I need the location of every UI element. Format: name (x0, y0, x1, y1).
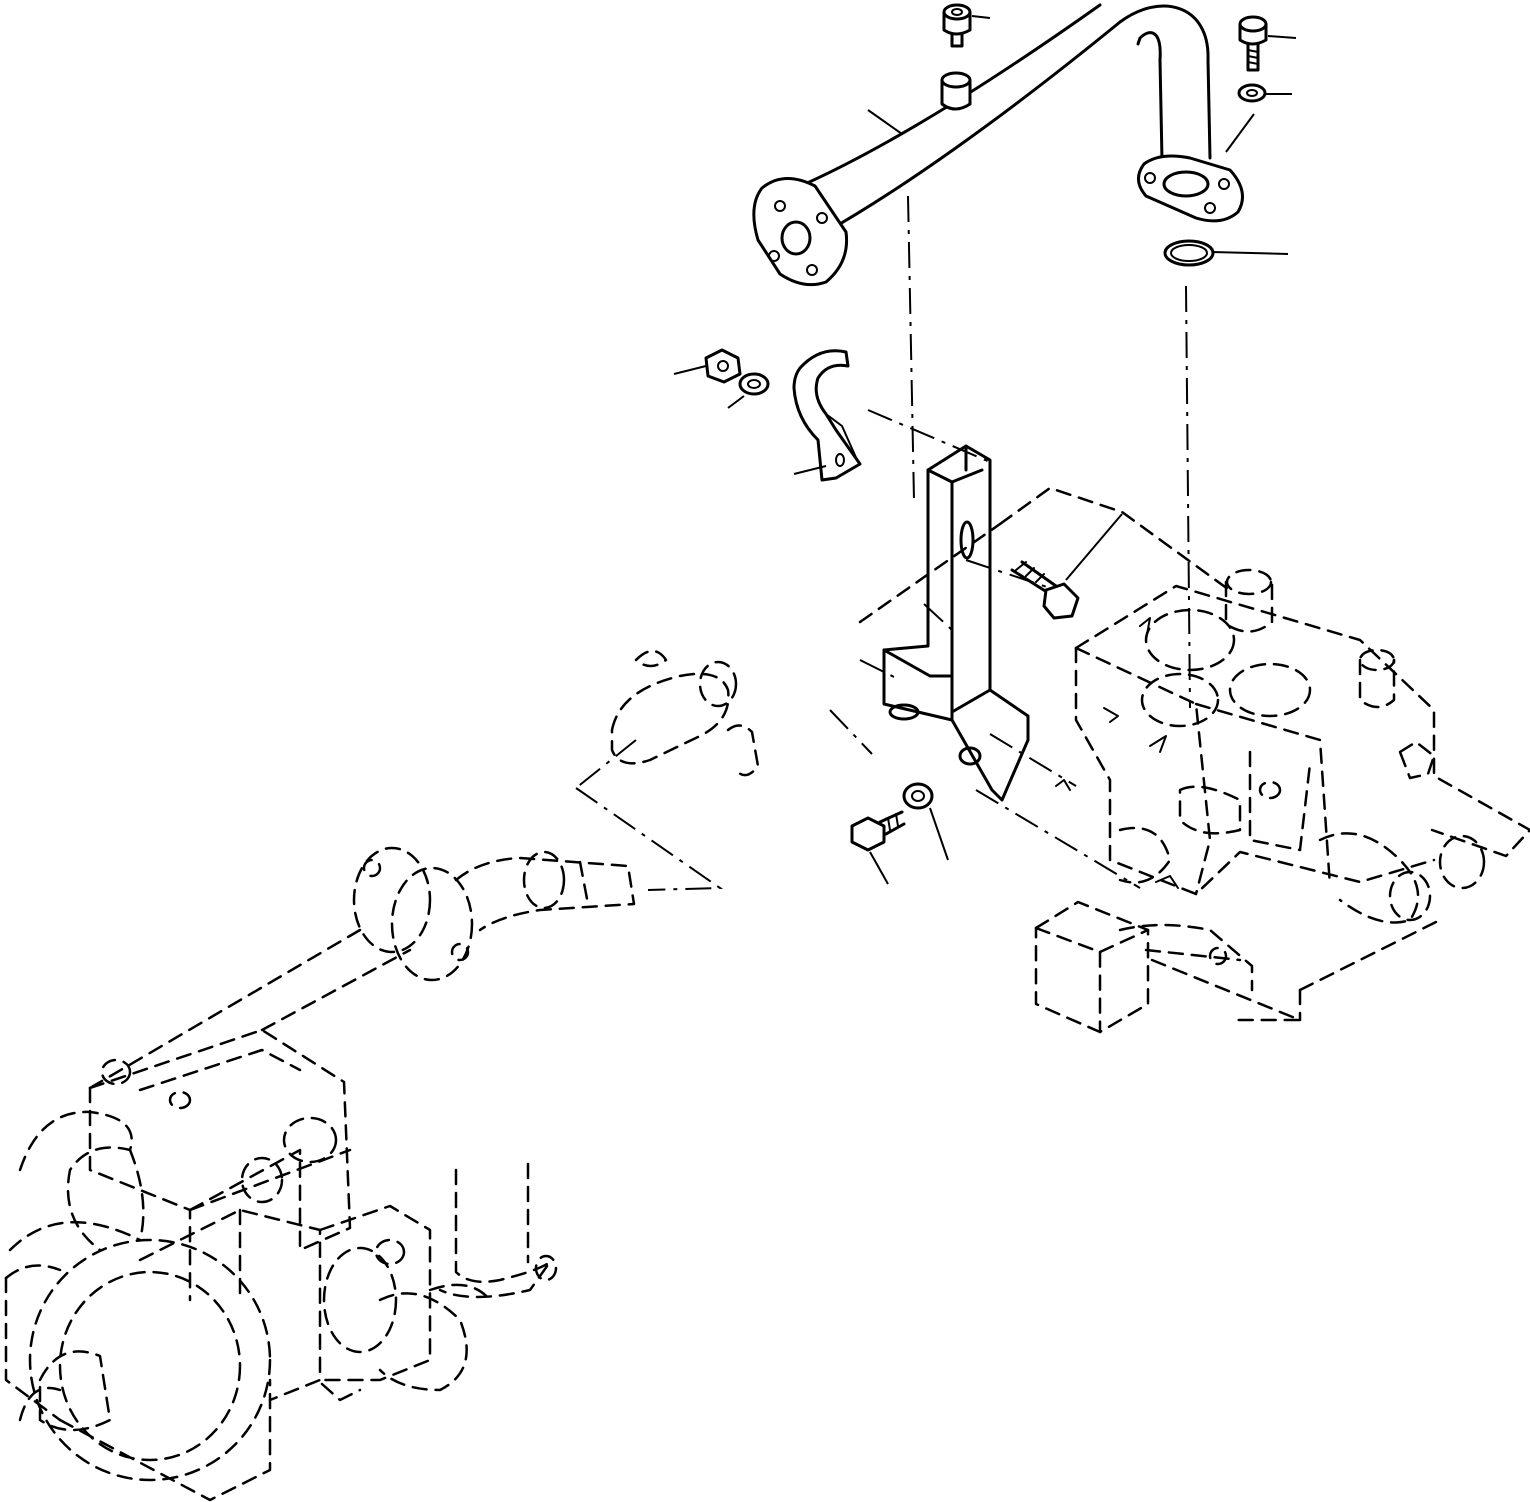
bracket (882, 444, 1030, 802)
hydraulic-tube (803, 3, 1212, 234)
valve-marks (1055, 617, 1179, 889)
nut (704, 348, 742, 384)
centerlines (575, 195, 1191, 891)
valve-block (1034, 900, 1254, 1034)
cap-screw-top-left (942, 3, 972, 48)
bolt-lower (850, 810, 906, 852)
pump-outlet-tube (88, 846, 636, 1090)
tube-boss (940, 71, 972, 111)
hydraulic-pump (4, 1028, 558, 1502)
fitting-adapter (610, 649, 760, 777)
o-ring (1163, 239, 1215, 267)
flange-right (1137, 154, 1244, 223)
washer-top-right (1237, 83, 1267, 103)
leader-lines (673, 15, 1297, 885)
bolt-upper (1010, 560, 1080, 620)
flange-left (752, 177, 849, 287)
washer-clamp (738, 372, 770, 396)
washer-lower (902, 782, 934, 810)
cap-screw-top-right (1238, 15, 1268, 72)
clamp (792, 349, 862, 482)
